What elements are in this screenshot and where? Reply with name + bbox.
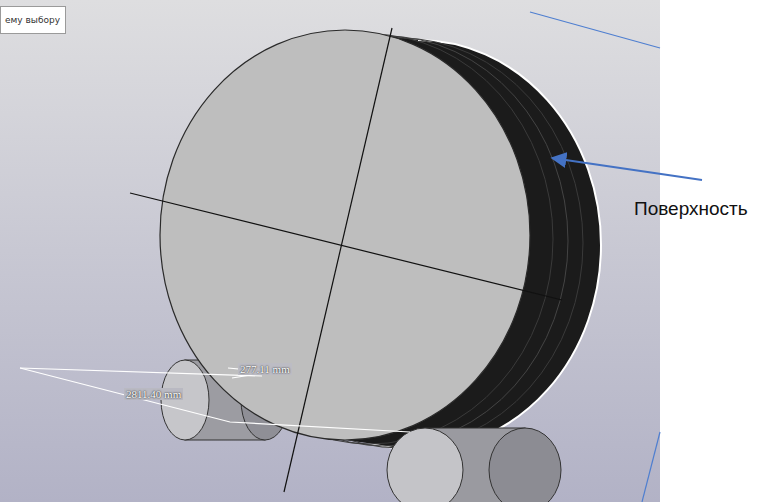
- viewport-ground: [0, 0, 660, 502]
- blue-line: [642, 432, 660, 502]
- leader-arrow: [552, 158, 702, 180]
- blue-line: [530, 12, 660, 48]
- dimension-text: 2811.40 mm: [124, 388, 183, 400]
- button-label: ему выбору: [5, 15, 61, 25]
- toolbar-button: ему выбору: [0, 6, 66, 34]
- right-roller: [387, 428, 561, 502]
- callout-label: Поверхность: [634, 198, 748, 220]
- disc: [130, 28, 601, 492]
- dimension-text: 277.11 mm: [238, 363, 292, 375]
- dimension-lines: [20, 368, 410, 432]
